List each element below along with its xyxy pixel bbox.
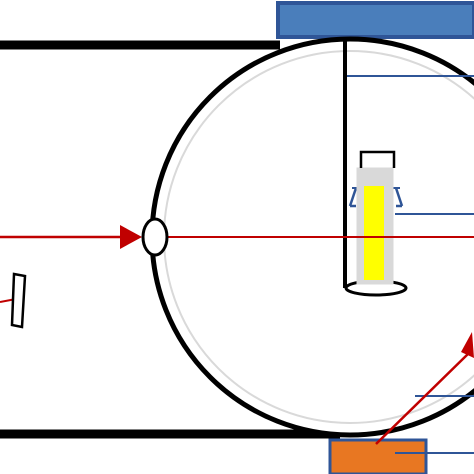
small-mirror (0, 272, 27, 329)
mirror-plate (10, 272, 27, 329)
beam-arrowhead (120, 225, 142, 249)
entrance-window (141, 217, 169, 257)
tube-bracket (348, 187, 404, 208)
outer-housing-box (0, 40, 340, 439)
top-mount-block (276, 1, 474, 39)
tube-cap (359, 150, 396, 168)
lower-right-beam (375, 332, 474, 445)
bottom-mount-block (328, 438, 428, 474)
yellow-sample (364, 186, 384, 280)
diagonal-beam-arrowhead (461, 332, 474, 358)
incident-beam (0, 225, 474, 249)
diagonal-beam-line (375, 351, 471, 445)
